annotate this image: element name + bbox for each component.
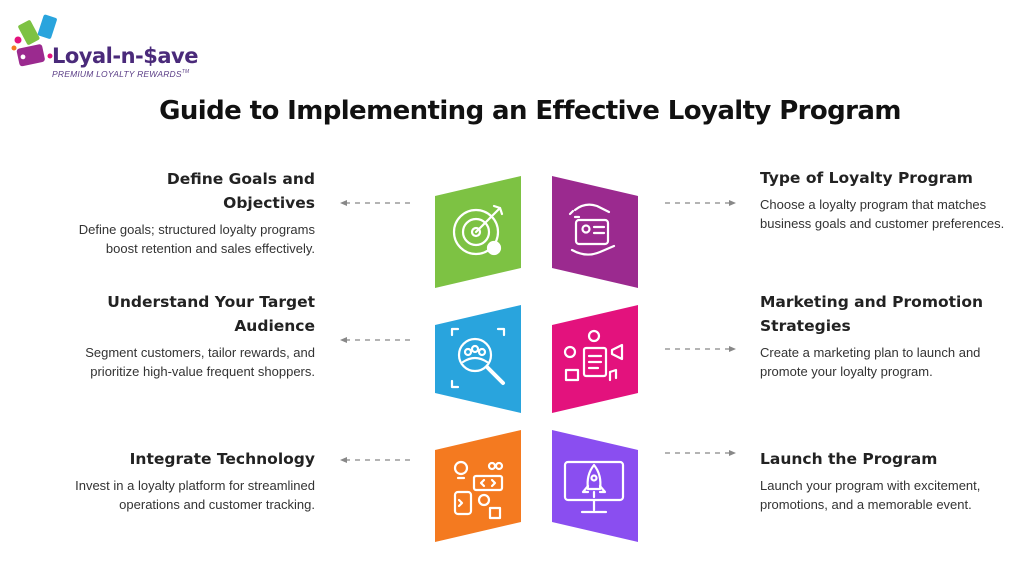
tile-launch — [552, 430, 638, 542]
tile-technology — [435, 430, 521, 542]
step-integrate-technology: Integrate Technology Invest in a loyalty… — [70, 447, 315, 514]
audience-search-icon — [450, 327, 506, 389]
step-heading: Type of Loyalty Program — [760, 169, 973, 187]
target-icon — [452, 204, 504, 256]
customer-card-hands-icon — [568, 203, 616, 256]
step-marketing-promotion: Marketing and Promotion Strategies Creat… — [760, 290, 990, 381]
step-program-type: Type of Loyalty Program Choose a loyalty… — [760, 166, 1005, 233]
step-define-goals: Define Goals and Objectives Define goals… — [70, 167, 315, 258]
brand-tagline: PREMIUM LOYALTY REWARDSTM — [52, 69, 190, 79]
step-heading: Marketing and Promotion Strategies — [760, 293, 984, 335]
step-description: Launch your program with excitement, pro… — [760, 478, 981, 512]
tile-marketing — [552, 305, 638, 413]
marketing-content-icon — [563, 329, 624, 382]
step-description: Segment customers, tailor rewards, and p… — [85, 345, 315, 379]
step-description: Define goals; structured loyalty program… — [78, 222, 315, 256]
step-description: Invest in a loyalty platform for streaml… — [75, 478, 315, 512]
price-tags-icon — [11, 14, 57, 67]
step-heading: Launch the Program — [760, 450, 938, 468]
step-launch-program: Launch the Program Launch your program w… — [760, 447, 1005, 514]
step-description: Create a marketing plan to launch and pr… — [760, 345, 981, 379]
step-description: Choose a loyalty program that matches bu… — [760, 197, 1005, 231]
step-heading: Define Goals and Objectives — [166, 170, 315, 212]
technology-integration-icon — [453, 460, 504, 520]
brand-name: Loyal-n-$ave — [52, 44, 198, 68]
step-heading: Understand Your Target Audience — [107, 293, 315, 335]
rocket-launch-icon — [563, 460, 625, 514]
tile-define-goals — [435, 176, 521, 288]
page-title: Guide to Implementing an Effective Loyal… — [159, 96, 901, 126]
step-target-audience: Understand Your Target Audience Segment … — [70, 290, 315, 381]
brand-logo: Loyal-n-$ave PREMIUM LOYALTY REWARDSTM — [10, 12, 200, 82]
step-heading: Integrate Technology — [129, 450, 315, 468]
